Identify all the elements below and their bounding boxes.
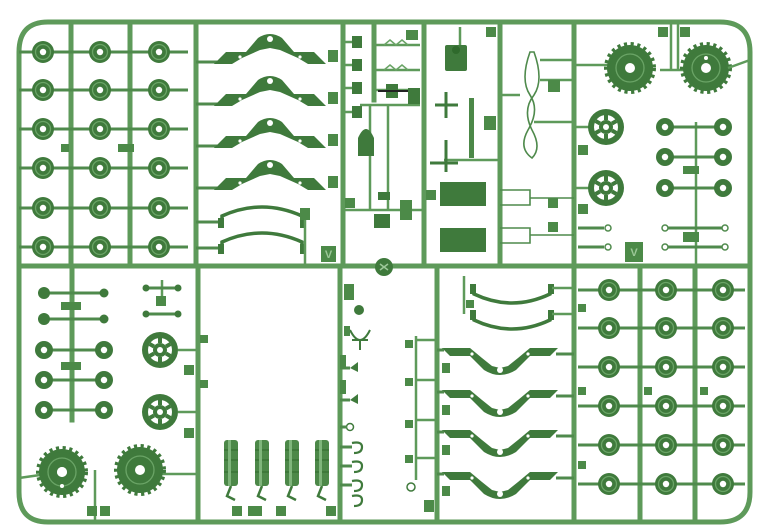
- small-parts-column: [343, 19, 420, 228]
- road-wheels-top-left: [19, 40, 188, 259]
- hatch-block: [445, 45, 467, 71]
- sprue-letter-tag: V: [625, 242, 643, 262]
- wire-loop: [500, 51, 574, 160]
- small-knobs-bottom-left: [38, 284, 182, 325]
- small-pins-top-right: V: [578, 224, 729, 262]
- rect-block: [440, 182, 486, 206]
- idler-wheels-top: [574, 107, 626, 214]
- shells: [222, 438, 336, 516]
- sprue-letter: V: [630, 247, 638, 259]
- sprockets-top-right: [574, 22, 751, 91]
- center-hub: [375, 258, 393, 276]
- shovel: [358, 129, 374, 156]
- return-rollers-top-right: [656, 118, 732, 197]
- suspension-arms-bottom: [437, 348, 574, 499]
- suspension-arms-top: [196, 34, 338, 190]
- return-rollers-bottom-left: [35, 341, 113, 419]
- rect-block: [440, 228, 486, 252]
- leaf-springs-bottom: [466, 282, 574, 331]
- leaf-springs-top: V: [196, 205, 336, 266]
- road-wheels-bottom-right: [578, 278, 745, 496]
- sprue-letter: V: [325, 249, 333, 261]
- idler-wheels-bottom: [140, 330, 208, 438]
- sprue-letter-tag: V: [321, 246, 336, 262]
- drive-sprockets-bottom: [18, 447, 198, 516]
- hooks-column: [340, 284, 437, 512]
- hatch-and-rods: [426, 27, 574, 252]
